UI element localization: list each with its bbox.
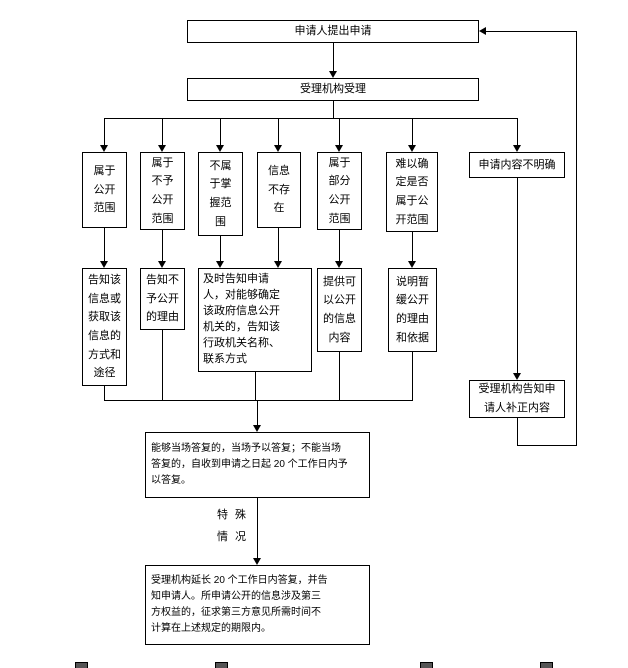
- connector-drop-not-exist: [278, 118, 279, 145]
- node-action-inform-agency: 及时告知申请 人，对能够确定 该政府信息公开 机关的，告知该 行政机关名称、 联…: [198, 268, 312, 372]
- node-action-provide-public-info-label: 提供可 以公开 的信息 内容: [323, 275, 356, 344]
- connector-not-exist-action: [278, 228, 279, 261]
- arrow-into-supplement: [513, 373, 521, 380]
- connector-no-disclosure-action: [162, 230, 163, 261]
- node-branch-info-not-exist-label: 信息 不存 在: [268, 164, 290, 215]
- node-reply-deadline-label: 能够当场答复的，当场予以答复；不能当场 答复的，自收到申请之日起 20 个工作日…: [151, 443, 348, 486]
- connector-drop-uncertain: [412, 118, 413, 145]
- node-action-inform-access-way-label: 告知该 信息或 获取该 信息的 方式和 途径: [88, 273, 121, 380]
- node-action-notify-supplement: 受理机构告知申 请人补正内容: [469, 380, 565, 418]
- connector-drop-partial: [339, 118, 340, 145]
- arrow-into-branch-not-exist: [274, 145, 282, 152]
- node-branch-partial-public-label: 属于 部分 公开 范围: [328, 156, 351, 225]
- node-action-inform-reason: 告知不 予公开 的理由: [140, 268, 185, 330]
- connector-not-held-action: [220, 236, 221, 261]
- arrow-into-branch-unclear: [513, 145, 521, 152]
- connector-partial-action: [339, 230, 340, 261]
- node-branch-content-unclear: 申请内容不明确: [469, 152, 565, 178]
- node-branch-not-held-label: 不属 于掌 握范 围: [209, 159, 232, 228]
- node-branch-hard-to-determine: 难以确 定是否 属于公 开范围: [386, 152, 438, 232]
- connector-unclear-supplement: [517, 178, 518, 373]
- connector-public-action: [104, 228, 105, 261]
- arrow-into-reply: [253, 425, 261, 432]
- node-start-label: 申请人提出申请: [294, 25, 372, 38]
- connector-start-accept: [333, 43, 334, 71]
- node-action-explain-postpone-label: 说明暂 缓公开 的理由 和依据: [396, 275, 429, 344]
- arrow-into-branch-not-held: [216, 145, 224, 152]
- connector-accept-bus: [333, 101, 334, 118]
- connector-loop-top: [486, 31, 576, 32]
- node-extend-deadline-label: 受理机构延长 20 个工作日内答复，并告 知申请人。所申请公开的信息涉及第三 方…: [151, 575, 328, 634]
- connector-reason-merge: [162, 330, 163, 400]
- legend-square-2: [215, 662, 228, 668]
- legend-square-3: [420, 662, 433, 668]
- node-reply-deadline: 能够当场答复的，当场予以答复；不能当场 答复的，自收到申请之日起 20 个工作日…: [145, 432, 370, 498]
- node-action-provide-public-info: 提供可 以公开 的信息 内容: [317, 268, 362, 352]
- connector-reply-extend: [257, 498, 258, 558]
- connector-drop-no-disclosure: [162, 118, 163, 145]
- connector-drop-unclear: [517, 118, 518, 145]
- node-action-explain-postpone: 说明暂 缓公开 的理由 和依据: [388, 268, 437, 352]
- node-branch-partial-public: 属于 部分 公开 范围: [317, 152, 362, 230]
- node-branch-no-disclosure-label: 属于 不予 公开 范围: [151, 156, 174, 225]
- node-accept-label: 受理机构受理: [300, 83, 366, 96]
- connector-drop-public: [104, 118, 105, 145]
- connector-loop-up: [576, 31, 577, 446]
- arrow-into-accept: [329, 71, 337, 78]
- legend-square-1: [75, 662, 88, 668]
- label-special-case: 特殊 情况: [217, 509, 253, 543]
- arrow-into-branch-public: [100, 145, 108, 152]
- node-action-inform-reason-label: 告知不 予公开 的理由: [146, 273, 179, 324]
- arrow-into-start: [479, 27, 486, 35]
- connector-postpone-merge: [412, 352, 413, 400]
- connector-supplement-down: [517, 418, 518, 445]
- arrow-into-action-partial: [335, 261, 343, 268]
- node-branch-not-held: 不属 于掌 握范 围: [198, 152, 243, 236]
- node-branch-hard-to-determine-label: 难以确 定是否 属于公 开范围: [395, 157, 429, 226]
- arrow-into-extend: [253, 558, 261, 565]
- arrow-into-action-reason: [158, 261, 166, 268]
- node-branch-public-scope: 属于 公开 范围: [82, 152, 127, 228]
- arrow-into-action-access-way: [100, 261, 108, 268]
- node-start: 申请人提出申请: [187, 20, 479, 43]
- connector-agency-merge: [255, 372, 256, 400]
- arrow-into-branch-no-disclosure: [158, 145, 166, 152]
- node-branch-public-scope-label: 属于 公开 范围: [93, 164, 116, 215]
- arrow-into-action-agency-right: [274, 261, 282, 268]
- node-branch-info-not-exist: 信息 不存 在: [257, 152, 301, 228]
- arrow-into-branch-uncertain: [408, 145, 416, 152]
- connector-supplement-right: [517, 445, 577, 446]
- arrow-into-branch-partial: [335, 145, 343, 152]
- node-branch-content-unclear-label: 申请内容不明确: [478, 158, 556, 171]
- node-accept: 受理机构受理: [187, 78, 479, 101]
- connector-merge-reply: [257, 400, 258, 425]
- connector-merge-bus: [104, 400, 413, 401]
- node-action-notify-supplement-label: 受理机构告知申 请人补正内容: [478, 383, 556, 414]
- connector-drop-not-held: [220, 118, 221, 145]
- connector-access-way-merge: [104, 386, 105, 400]
- legend-square-4: [540, 662, 553, 668]
- node-extend-deadline: 受理机构延长 20 个工作日内答复，并告 知申请人。所申请公开的信息涉及第三 方…: [145, 565, 370, 645]
- connector-distribute-bus: [104, 118, 518, 119]
- node-action-inform-agency-label: 及时告知申请 人，对能够确定 该政府信息公开 机关的，告知该 行政机关名称、 联…: [203, 273, 280, 365]
- connector-uncertain-action: [412, 232, 413, 261]
- arrow-into-action-postpone: [408, 261, 416, 268]
- node-branch-no-disclosure: 属于 不予 公开 范围: [140, 152, 185, 230]
- connector-partial-merge: [339, 352, 340, 400]
- node-action-inform-access-way: 告知该 信息或 获取该 信息的 方式和 途径: [82, 268, 127, 386]
- arrow-into-action-agency-left: [216, 261, 224, 268]
